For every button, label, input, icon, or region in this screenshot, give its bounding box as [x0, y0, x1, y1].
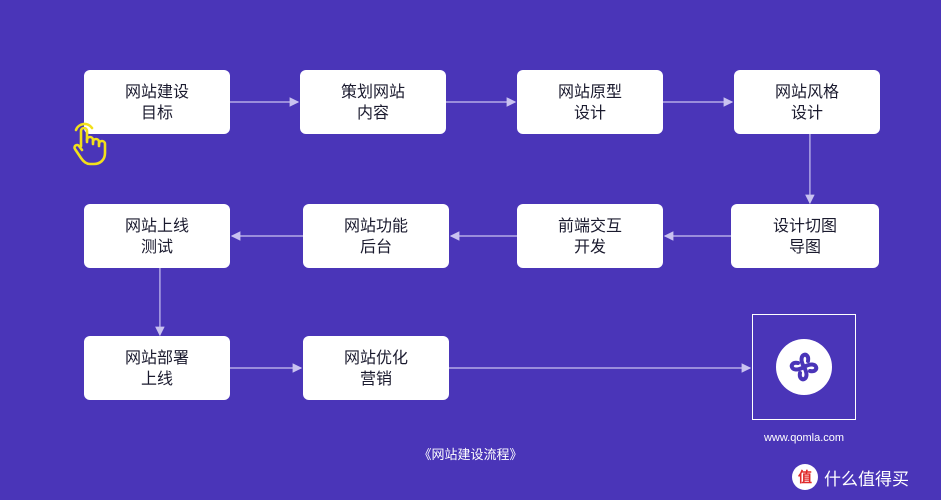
step-label: 网站部署 上线 [124, 348, 189, 388]
step-node-prototype-design[interactable]: 网站原型 设计 [517, 70, 663, 134]
step-node-slice-export[interactable]: 设计切图 导图 [731, 204, 879, 268]
step-node-style-design[interactable]: 网站风格 设计 [734, 70, 880, 134]
step-node-plan-content[interactable]: 策划网站 内容 [300, 70, 446, 134]
step-node-optimize-market[interactable]: 网站优化 营销 [303, 336, 449, 400]
step-label: 网站功能 后台 [343, 216, 408, 256]
step-label: 设计切图 导图 [772, 216, 837, 256]
step-label: 前端交互 开发 [557, 216, 622, 256]
logo-url[interactable]: www.qomla.com [763, 432, 845, 444]
qomla-logo-icon [789, 352, 819, 382]
watermark-badge: 值 [792, 464, 818, 490]
step-node-deploy[interactable]: 网站部署 上线 [84, 336, 230, 400]
step-label: 策划网站 内容 [340, 82, 405, 122]
step-node-website-goal[interactable]: 网站建设 目标 [84, 70, 230, 134]
step-label: 网站建设 目标 [124, 82, 189, 122]
logo-badge [776, 339, 832, 395]
step-label: 网站优化 营销 [343, 348, 408, 388]
watermark: 值 什么值得买 [792, 462, 909, 492]
step-label: 网站风格 设计 [774, 82, 839, 122]
step-label: 网站原型 设计 [557, 82, 622, 122]
step-node-launch-test[interactable]: 网站上线 测试 [84, 204, 230, 268]
watermark-text: 什么值得买 [824, 469, 909, 490]
logo-frame [752, 314, 856, 420]
hand-pointer-icon [73, 122, 107, 166]
step-label: 网站上线 测试 [124, 216, 189, 256]
diagram-caption: 《网站建设流程》 [418, 448, 523, 463]
step-node-backend-functions[interactable]: 网站功能 后台 [303, 204, 449, 268]
step-node-frontend-dev[interactable]: 前端交互 开发 [517, 204, 663, 268]
